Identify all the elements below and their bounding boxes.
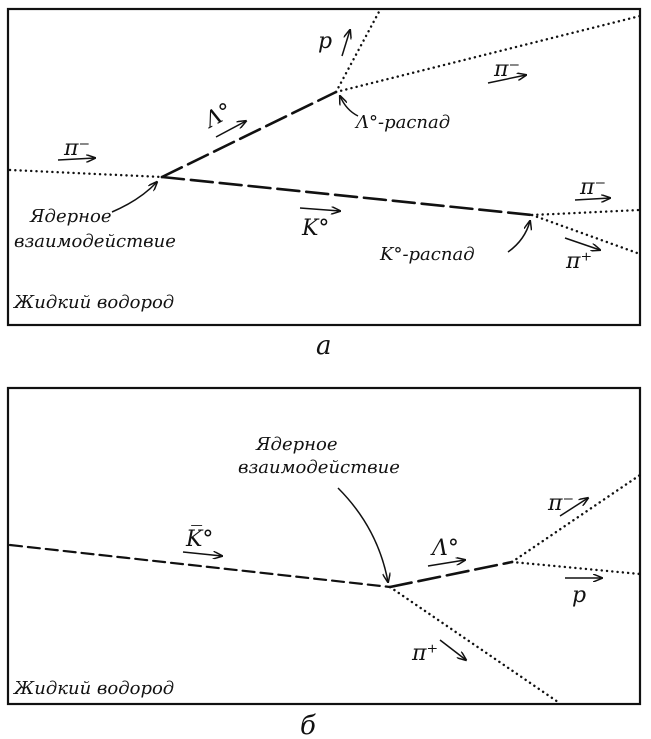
track-pi-minus-incoming [8, 168, 164, 179]
panel-a: π⁻ Λ° K° p π⁻ π⁻ π⁺ Ядерное взаимодейств… [6, 7, 642, 361]
pointer-k-decay [507, 221, 530, 253]
label-k0bar: K̅° [185, 525, 213, 552]
arrow-pi-minus-lambda [487, 75, 526, 84]
track-pi-minus-b [510, 473, 642, 564]
arrow-pi-minus-in [57, 158, 95, 160]
track-k0bar [8, 543, 392, 589]
arrow-proton [341, 30, 350, 57]
arrow-pi-minus-b [559, 498, 588, 517]
track-lambda0-b [388, 560, 514, 589]
track-pi-minus-from-lambda [334, 14, 642, 94]
note-interaction-line1: Ядерное [29, 206, 111, 227]
label-proton: p [318, 29, 332, 54]
panel-a-frame [6, 7, 642, 327]
label-proton-b: p [572, 583, 586, 608]
arrow-k0bar [182, 552, 222, 556]
track-pi-minus-from-k0 [530, 208, 642, 217]
track-lambda0 [160, 90, 338, 179]
arrow-lambda0 [215, 121, 246, 138]
arrow-pi-plus-k [564, 237, 600, 250]
arrow-pi-minus-k [574, 198, 610, 200]
track-k0 [160, 175, 534, 217]
medium-label-a: Жидкий водород [12, 292, 174, 313]
note-lambda-decay: Λ°-распад [354, 112, 450, 133]
arrow-lambda0-b [427, 560, 465, 567]
track-proton [334, 8, 382, 94]
track-pi-plus-b [388, 585, 560, 704]
label-lambda0-b: Λ° [430, 536, 459, 561]
panel-b: K̅° Λ° π⁻ p π⁺ Ядерное взаимодействие Жи… [6, 386, 642, 739]
label-k0: K° [301, 216, 329, 241]
track-pi-plus-from-k0 [530, 213, 642, 256]
arrow-pi-plus-b [439, 639, 466, 660]
panel-letter-a: а [316, 331, 332, 361]
track-proton-b [510, 560, 642, 576]
label-pi-minus-b: π⁻ [547, 491, 574, 516]
label-pi-plus-k: π⁺ [565, 249, 592, 274]
pointer-interaction-b [337, 487, 388, 582]
label-pi-minus-in: π⁻ [63, 136, 90, 161]
label-pi-minus-lambda: π⁻ [493, 57, 520, 82]
note-interaction-b-line2: взаимодействие [238, 457, 400, 478]
label-pi-minus-k: π⁻ [579, 175, 606, 200]
arrow-k0 [299, 208, 340, 211]
label-pi-plus-b: π⁺ [411, 641, 438, 666]
panel-b-frame [6, 386, 642, 706]
medium-label-b: Жидкий водород [12, 678, 174, 699]
note-interaction-line2: взаимодействие [14, 231, 176, 252]
panel-letter-b: б [300, 711, 316, 739]
note-interaction-b-line1: Ядерное [255, 434, 337, 455]
note-k-decay: K°-распад [379, 244, 475, 265]
pointer-lambda-decay [340, 96, 359, 117]
pointer-interaction-a [111, 182, 157, 213]
